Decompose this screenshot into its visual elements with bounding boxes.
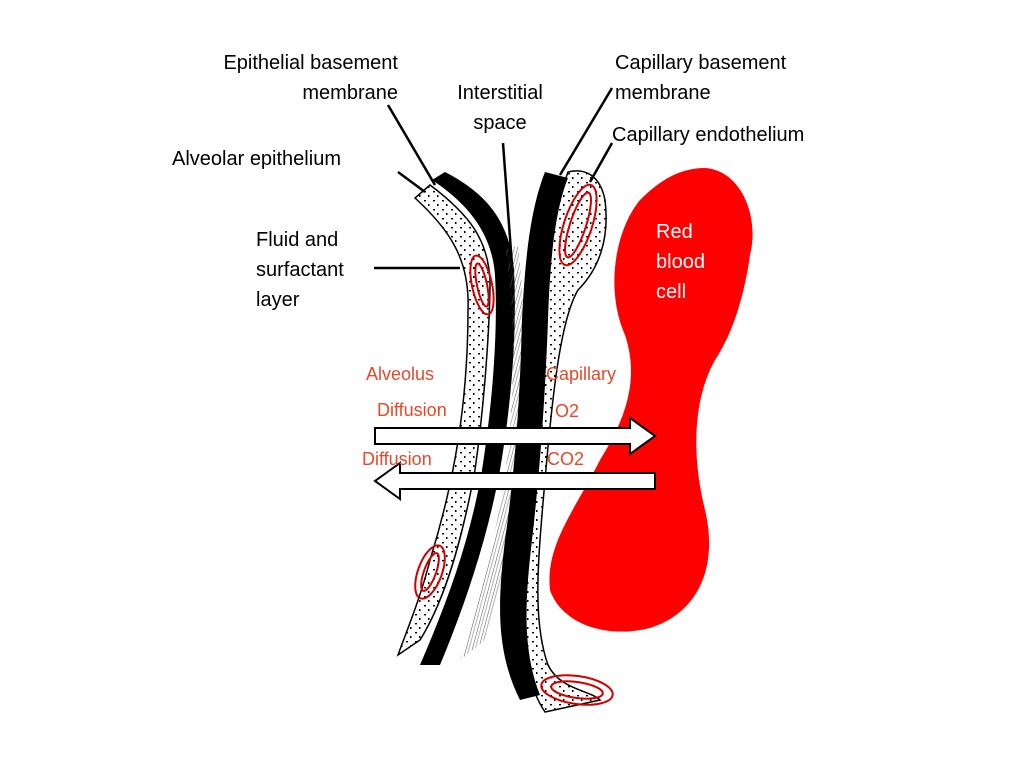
leader-interstitial-space [501,142,514,266]
label-epithelial-basement-membrane: Epithelial basement membrane [223,52,398,104]
nucleus-bottom-right [540,674,614,706]
label-diffusion-co2: Diffusion [362,449,432,469]
label-red-blood-cell: Red blood cell [656,221,705,303]
label-fluid-surfactant-layer: Fluid and surfactant layer [256,229,344,311]
o2-diffusion-arrow [374,416,657,456]
leader-capillary-basement-membrane [558,87,614,176]
red-blood-cell [549,168,753,632]
nucleus-bottom-left [414,544,446,600]
label-capillary-basement-membrane: Capillary basement membrane [615,52,787,104]
leader-alveolar-epithelium [397,170,426,194]
label-alveolus: Alveolus [366,364,435,384]
co2-diffusion-arrow [373,461,656,501]
label-diffusion-o2: Diffusion [377,400,447,420]
label-capillary: Capillary [546,364,617,384]
label-capillary-endothelium: Capillary endothelium [612,124,805,146]
interstitial-space-band [460,245,524,660]
nucleus-mid-left [469,254,495,316]
leader-capillary-endothelium [588,142,614,183]
leader-epithelial-basement-membrane [386,104,437,186]
label-o2: O2 [555,401,580,421]
label-alveolar-epithelium: Alveolar epithelium [172,148,341,170]
label-co2: CO2 [547,449,585,469]
label-interstitial-space: Interstitial space [457,82,543,134]
nucleus-top-right [558,183,598,267]
epithelial-basement-membrane-band [420,172,515,665]
